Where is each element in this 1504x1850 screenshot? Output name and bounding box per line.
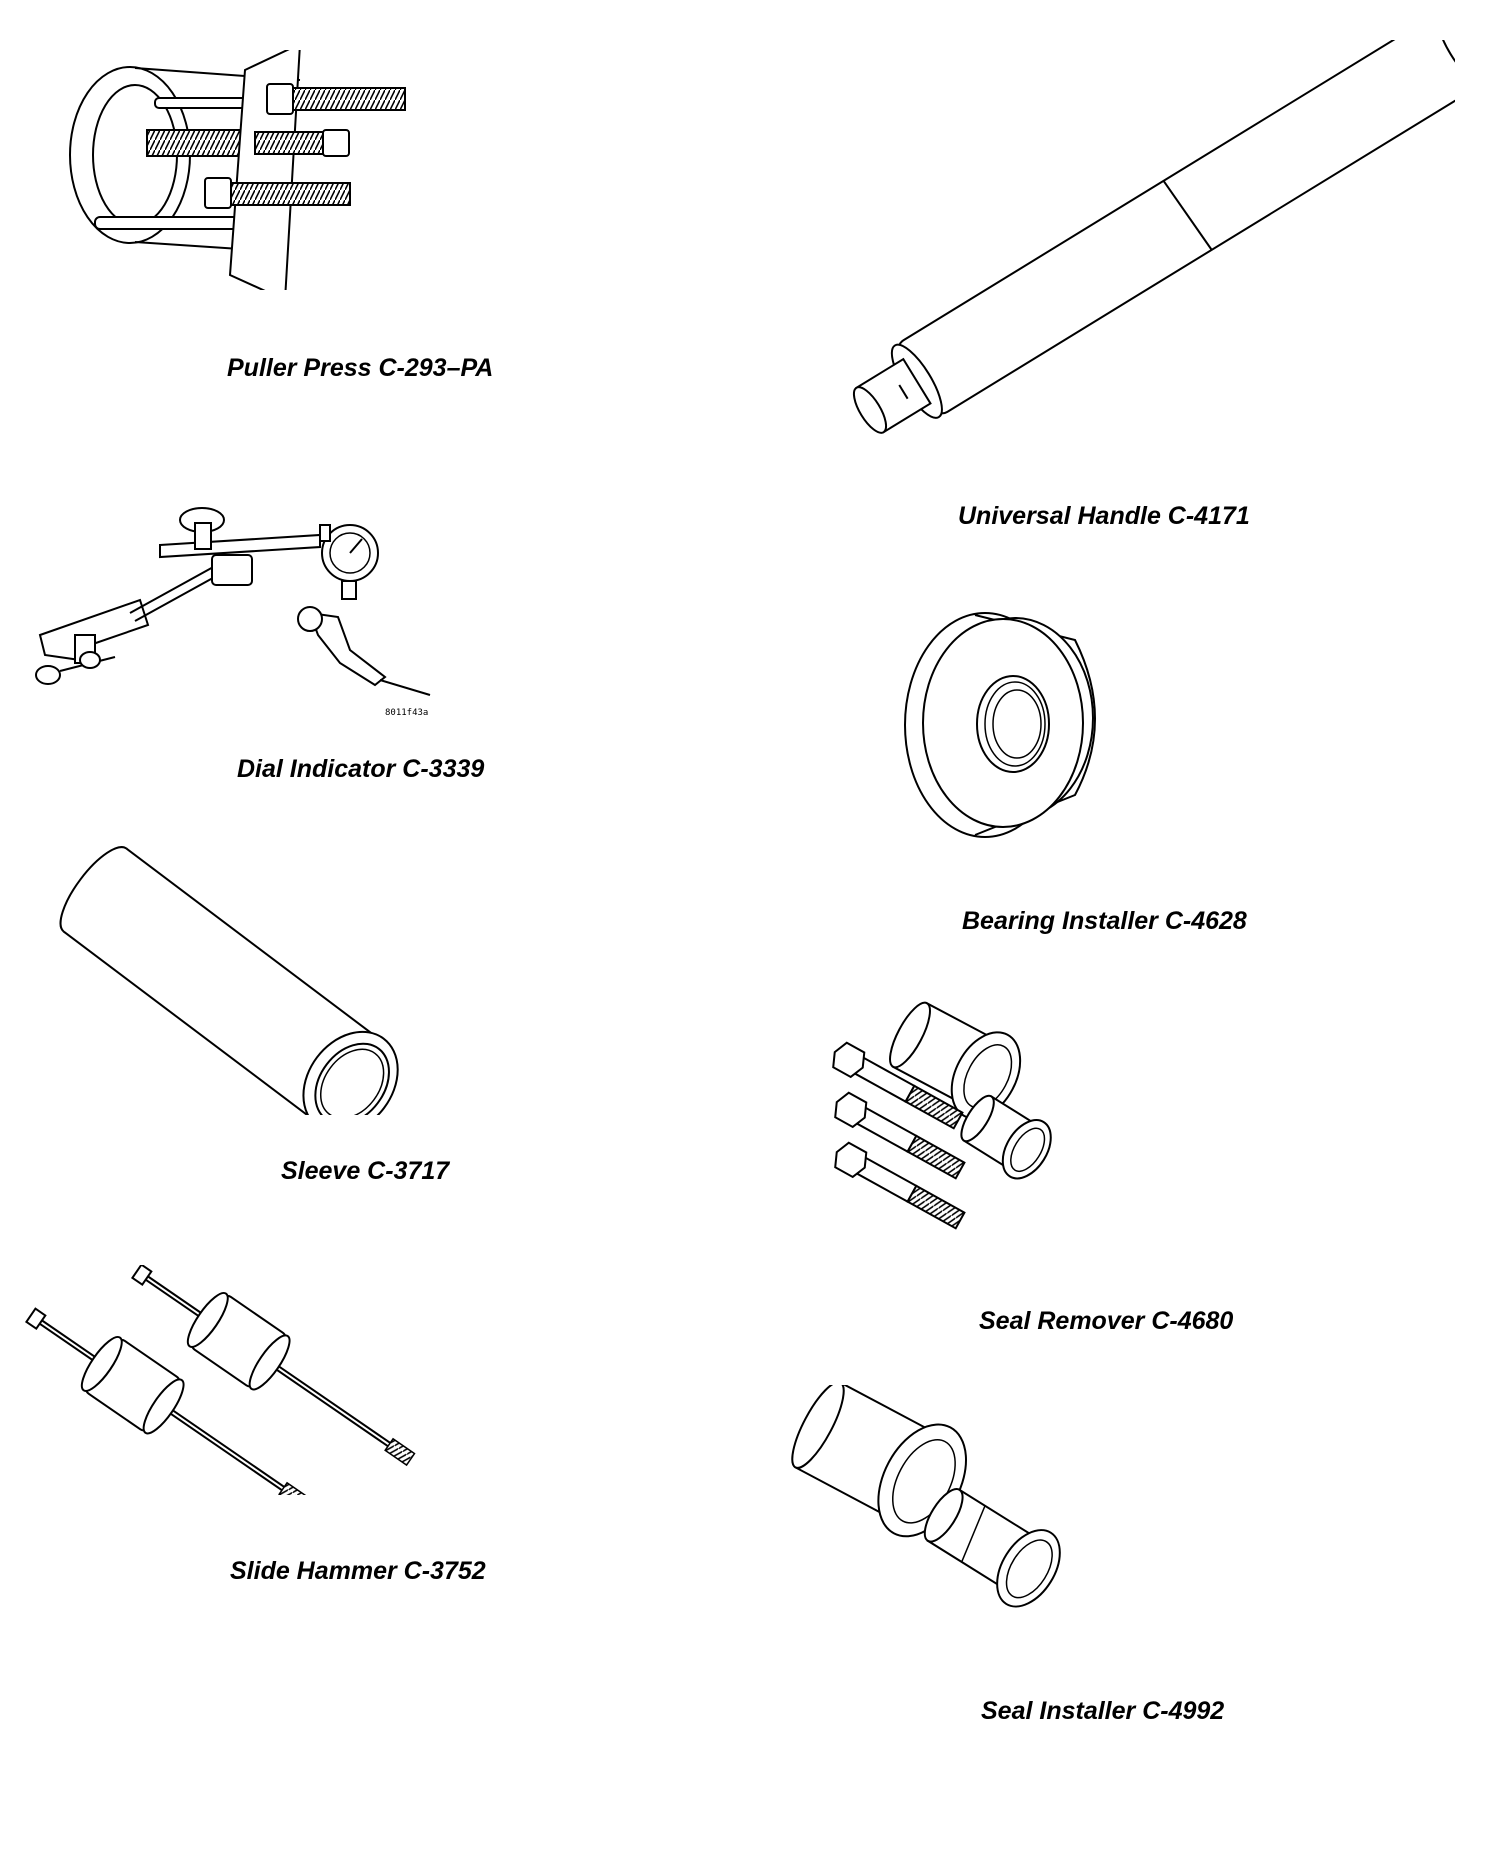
puller-press-caption: Puller Press C-293–PA [227,354,494,382]
universal-handle-caption: Universal Handle C-4171 [958,502,1250,530]
slide-hammer-illustration [25,1265,416,1495]
dial-indicator-figure-ref: 8011f43a [385,708,429,718]
sleeve-caption: Sleeve C-3717 [281,1157,450,1185]
puller-press-illustration [69,50,406,290]
sleeve-illustration [59,846,399,1115]
seal-remover-caption: Seal Remover C-4680 [979,1307,1234,1335]
dial-indicator-illustration [35,507,431,696]
seal-installer-illustration [791,1385,1061,1608]
dial-indicator-caption: Dial Indicator C-3339 [237,755,485,783]
seal-remover-illustration [832,1001,1052,1230]
universal-handle-illustration [852,40,1455,434]
bearing-installer-illustration [904,612,1096,838]
seal-installer-caption: Seal Installer C-4992 [981,1697,1225,1725]
bearing-installer-caption: Bearing Installer C-4628 [962,907,1247,935]
slide-hammer-caption: Slide Hammer C-3752 [230,1557,486,1585]
